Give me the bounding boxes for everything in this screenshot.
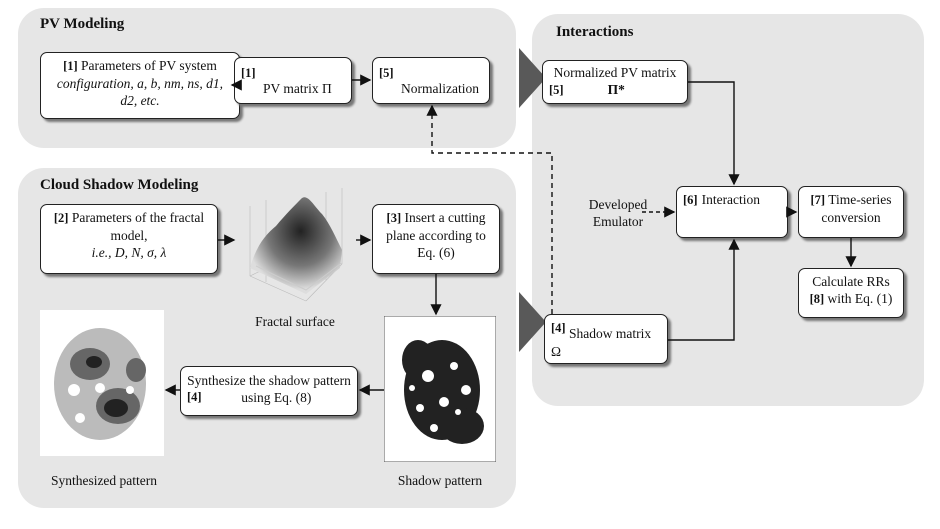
- normalization-tag: [5]: [379, 66, 394, 80]
- shadow-matrix-tag: [4]: [551, 321, 566, 335]
- pv-matrix-label: PV matrix Π: [263, 81, 332, 96]
- time-series-line2: conversion: [821, 210, 881, 225]
- pv-matrix-tag: [1]: [241, 66, 256, 80]
- time-series-tag: [7]: [810, 193, 826, 207]
- normalized-pv-matrix-line1: Normalized PV matrix: [553, 65, 677, 80]
- calculate-rrs-tag: [8]: [809, 292, 825, 306]
- normalization-box: [5] Normalization: [372, 57, 490, 104]
- cutting-plane-line1: Insert a cutting: [404, 210, 486, 225]
- interaction-label: Interaction: [701, 192, 761, 207]
- pv-matrix-box: [1] PV matrix Π: [234, 57, 352, 104]
- normalization-label: Normalization: [401, 81, 479, 96]
- developed-emulator-line2: Emulator: [592, 214, 644, 229]
- synthesize-line2: using Eq. (8): [241, 390, 312, 405]
- normalized-pv-matrix-box: Normalized PV matrix [5] Π*: [542, 60, 688, 104]
- interaction-tag: [6]: [683, 193, 698, 207]
- cutting-plane-tag: [3]: [386, 211, 402, 225]
- fractal-params-line1: Parameters of the fractal: [71, 210, 205, 225]
- shadow-matrix-label: Shadow matrix Ω: [551, 326, 652, 359]
- fractal-surface-label: Fractal surface: [255, 314, 335, 329]
- calculate-rrs-box: Calculate RRs [8] with Eq. (1): [798, 268, 904, 318]
- developed-emulator-line1: Developed: [588, 197, 648, 212]
- synthesize-box: Synthesize the shadow pattern [4] using E…: [180, 366, 358, 416]
- synthesized-pattern-image: [40, 310, 164, 456]
- pv-params-line2-rest: m, ns, d1,: [170, 76, 224, 91]
- pv-params-line1: Parameters of PV system: [81, 58, 217, 73]
- fractal-params-tag: [2]: [53, 211, 69, 225]
- interactions-title: Interactions: [556, 24, 634, 40]
- fractal-surface-image: [249, 188, 343, 302]
- synthesize-line1: Synthesize the shadow pattern: [187, 373, 351, 388]
- time-series-line1: Time-series: [828, 192, 892, 207]
- chevron-upper: [519, 48, 546, 108]
- synthesized-pattern-label: Synthesized pattern: [50, 473, 158, 488]
- shadow-pattern-image: [384, 316, 496, 462]
- synthesize-tag: [4]: [187, 390, 202, 404]
- normalized-pv-matrix-tag: [5]: [549, 83, 564, 97]
- pv-modeling-title: PV Modeling: [40, 16, 125, 32]
- dashed-shadow-matrix-to-normalization: [426, 104, 553, 314]
- calculate-rrs-line2: with Eq. (1): [827, 291, 893, 306]
- pv-params-line2: configuration, a, b, n: [56, 76, 171, 91]
- cutting-plane-line2: plane according to: [386, 228, 486, 243]
- fractal-params-line2: model,: [110, 228, 148, 243]
- arrow-shadow-matrix-to-interaction: [668, 238, 740, 341]
- cloud-shadow-modeling-title: Cloud Shadow Modeling: [40, 177, 199, 193]
- cutting-plane-box: [3] Insert a cutting plane according to …: [372, 204, 500, 274]
- calculate-rrs-line1: Calculate RRs: [812, 274, 890, 289]
- arrow-normalized-to-interaction: [688, 81, 740, 186]
- developed-emulator-label: Developed Emulator: [578, 196, 658, 230]
- normalized-pv-matrix-symbol: Π*: [607, 82, 625, 97]
- pv-params-box: [1] Parameters of PV system configuratio…: [40, 52, 240, 119]
- chevron-lower: [519, 292, 546, 352]
- shadow-pattern-label: Shadow pattern: [397, 473, 483, 488]
- pv-params-line3: d2, etc.: [120, 93, 160, 108]
- cutting-plane-line3: Eq. (6): [417, 245, 455, 260]
- fractal-params-box: [2] Parameters of the fractal model, i.e…: [40, 204, 218, 274]
- fractal-params-line3: i.e., D, N, σ, λ: [91, 245, 167, 260]
- time-series-box: [7] Time-series conversion: [798, 186, 904, 238]
- pv-params-tag: [1]: [63, 59, 78, 73]
- shadow-matrix-box: [4] Shadow matrix Ω: [544, 314, 668, 364]
